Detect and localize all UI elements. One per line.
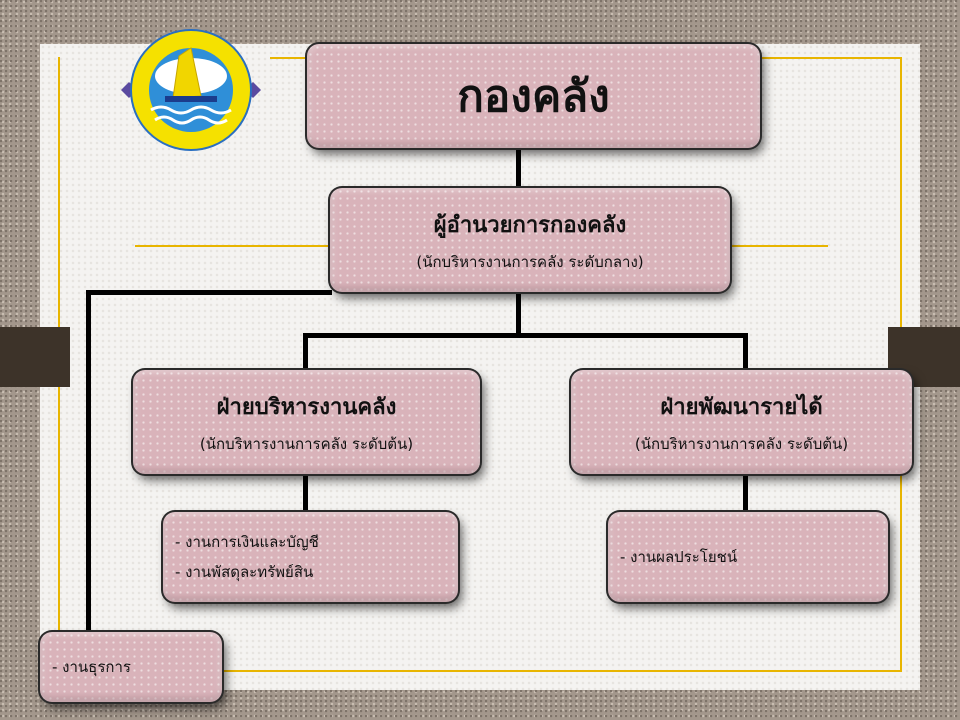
left-division-box: ฝ่ายบริหารงานคลัง (นักบริหารงานการคลัง ร… — [133, 370, 480, 474]
municipality-logo — [121, 29, 261, 151]
right-division-box: ฝ่ายพัฒนารายได้ (นักบริหารงานการคลัง ระด… — [571, 370, 912, 474]
decor-bar-left — [0, 327, 70, 387]
director-title: ผู้อำนวยการกองคลัง — [433, 212, 627, 238]
director-box: ผู้อำนวยการกองคลัง (นักบริหารงานการคลัง … — [330, 188, 730, 292]
right-division-subtitle: (นักบริหารงานการคลัง ระดับต้น) — [634, 434, 849, 453]
accent-line-mid-left — [135, 245, 330, 247]
page-title: กองคลัง — [457, 71, 610, 122]
connector — [743, 474, 748, 512]
task-item: - งานผลประโยชน์ — [620, 548, 738, 566]
connector — [303, 474, 308, 512]
connector — [303, 333, 748, 338]
accent-line-mid-right — [730, 245, 828, 247]
connector — [86, 290, 332, 295]
connector — [86, 290, 91, 632]
connector — [303, 333, 308, 370]
right-division-title: ฝ่ายพัฒนารายได้ — [660, 394, 823, 420]
connector — [516, 148, 521, 188]
left-division-subtitle: (นักบริหารงานการคลัง ระดับต้น) — [199, 434, 414, 453]
admin-box: - งานธุรการ — [40, 632, 222, 702]
connector — [743, 333, 748, 370]
connector — [516, 292, 521, 336]
task-item: - งานธุรการ — [52, 658, 131, 676]
accent-line-bottom — [58, 670, 902, 672]
task-item: - งานพัสดุละทรัพย์สิน — [175, 563, 314, 581]
department-title-box: กองคลัง — [307, 44, 760, 148]
director-subtitle: (นักบริหารงานการคลัง ระดับกลาง) — [416, 252, 644, 271]
task-item: - งานการเงินและบัญชี — [175, 533, 319, 551]
left-division-title: ฝ่ายบริหารงานคลัง — [216, 394, 397, 420]
right-tasks-box: - งานผลประโยชน์ — [608, 512, 888, 602]
left-tasks-box: - งานการเงินและบัญชี - งานพัสดุละทรัพย์ส… — [163, 512, 458, 602]
